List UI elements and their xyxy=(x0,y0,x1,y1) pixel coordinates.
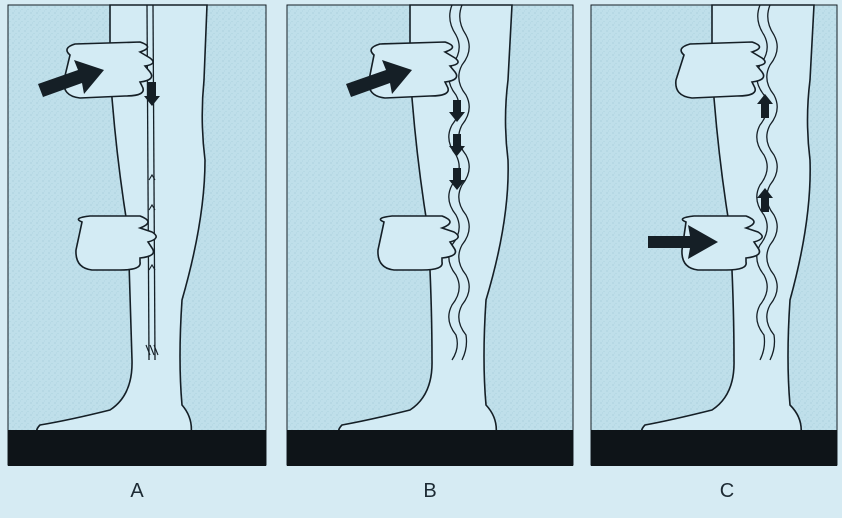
floor xyxy=(287,430,573,466)
panel-a xyxy=(8,5,266,466)
panel-label-c: C xyxy=(720,480,734,502)
upper-hand xyxy=(676,42,765,98)
panel-b xyxy=(287,5,573,466)
floor xyxy=(591,430,837,466)
panel-label-b: B xyxy=(423,480,436,502)
panel-label-a: A xyxy=(130,480,144,502)
panel-c xyxy=(591,5,837,466)
upper-hand xyxy=(64,42,153,98)
floor xyxy=(8,430,266,466)
upper-hand xyxy=(369,42,458,98)
